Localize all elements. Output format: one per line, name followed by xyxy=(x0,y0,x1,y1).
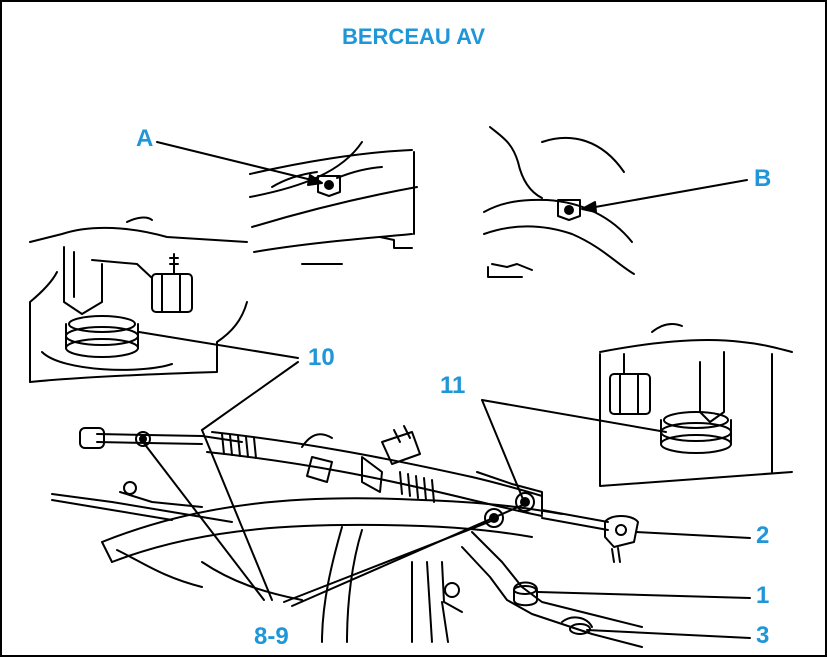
detail-b-inset xyxy=(483,126,635,278)
callout-2-leader xyxy=(635,531,751,539)
callout-label-11: 11 xyxy=(440,372,466,399)
subframe-assembly xyxy=(51,425,643,648)
callout-10-leader xyxy=(138,331,299,359)
callout-1-leader xyxy=(537,591,751,599)
callout-label-b: B xyxy=(754,165,772,192)
callout-a-leader xyxy=(156,141,321,183)
callout-b-leader xyxy=(583,179,748,210)
detail-a-inset xyxy=(249,141,418,265)
diagram-title: BERCEAU AV xyxy=(341,24,485,49)
callout-label-2: 2 xyxy=(756,522,770,549)
callout-8-9-leaders xyxy=(142,361,526,607)
callout-b-arrowhead xyxy=(581,201,597,213)
callout-label-8-9: 8-9 xyxy=(254,623,289,650)
left-mount-detail xyxy=(29,216,248,383)
callout-label-10: 10 xyxy=(308,344,335,371)
callout-label-a: A xyxy=(136,125,154,152)
callout-label-3: 3 xyxy=(756,622,770,649)
callout-label-1: 1 xyxy=(756,582,770,609)
right-mount-detail xyxy=(599,323,793,487)
callout-11-leader xyxy=(481,399,667,433)
callout-3-leader xyxy=(586,629,751,639)
callout-a-arrowhead xyxy=(307,174,323,186)
